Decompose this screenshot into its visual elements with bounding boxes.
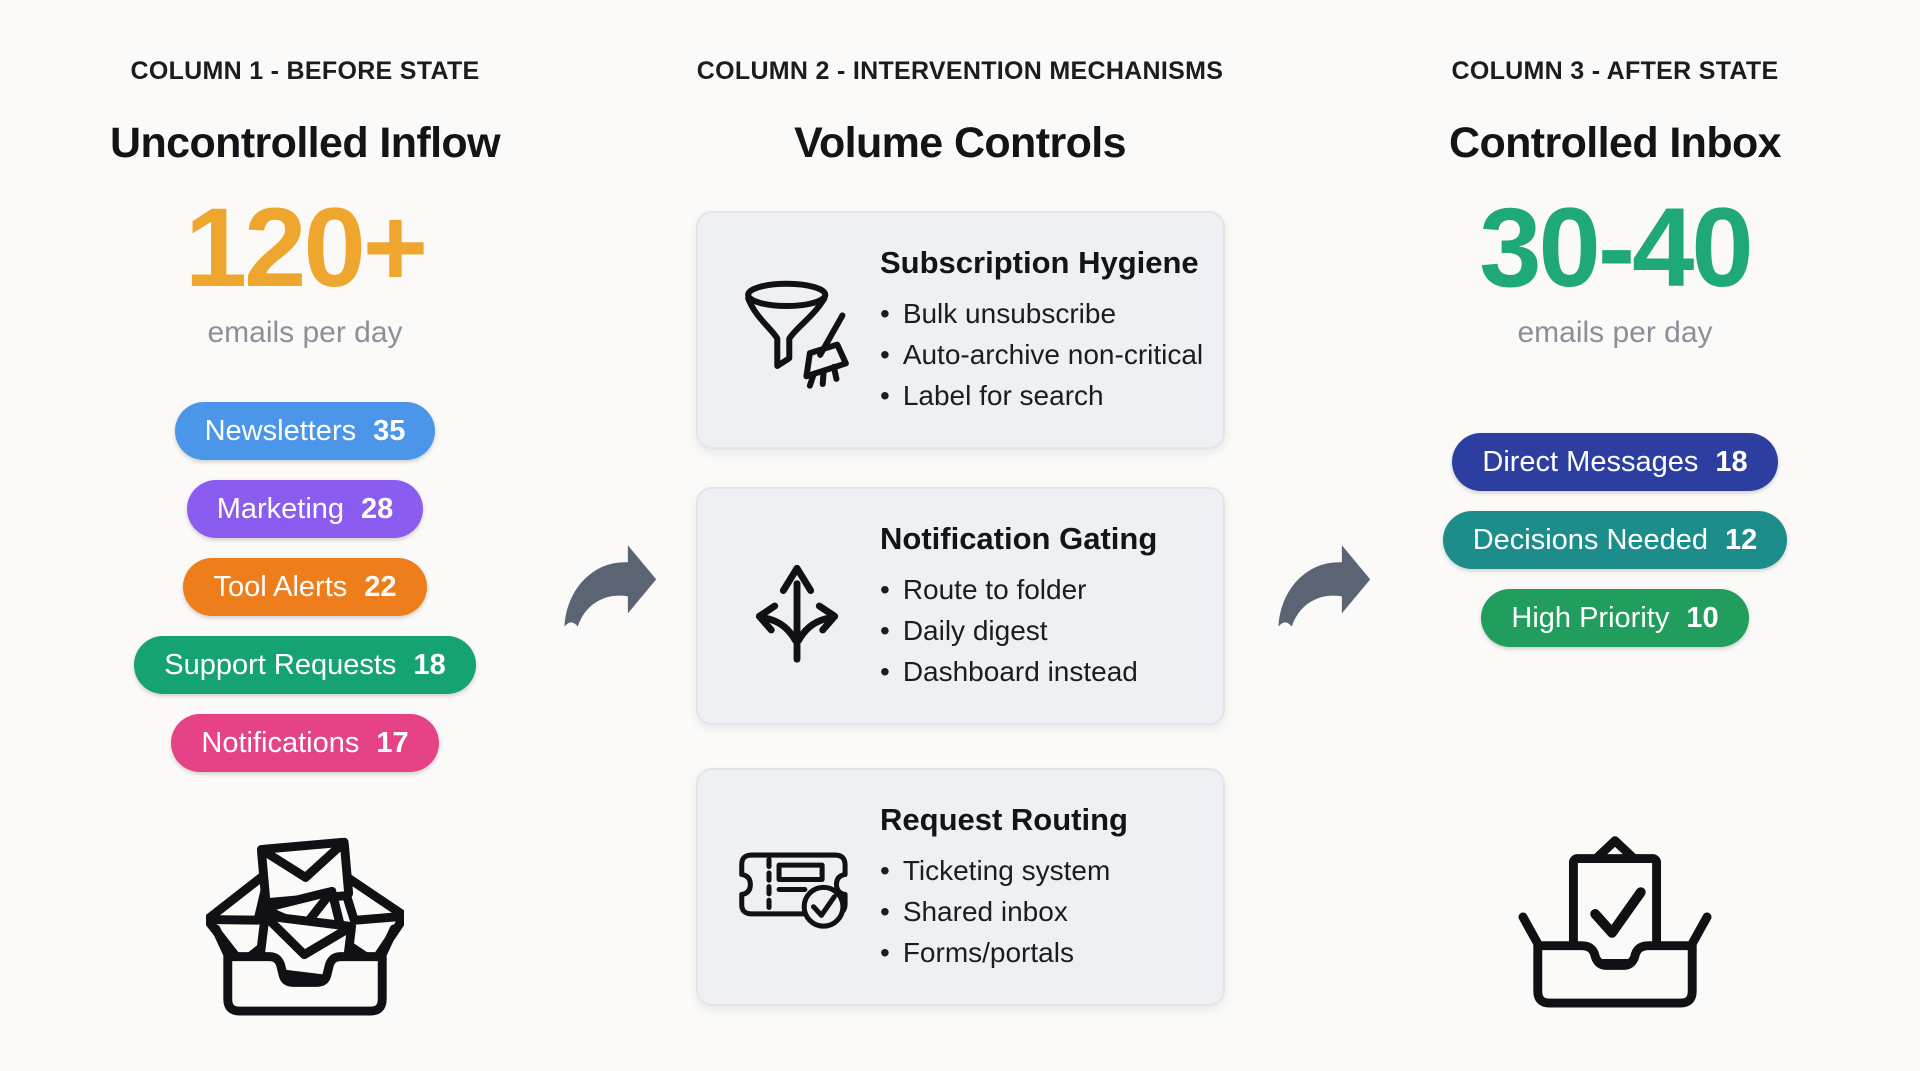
card-bullet-list: Bulk unsubscribe Auto-archive non-critic… [880,293,1203,416]
metric-value: 30-40 [1479,185,1753,310]
pill-count: 18 [1715,445,1748,478]
after-pill-stack: Direct Messages 18 Decisions Needed 12 H… [1335,433,1895,647]
card-bullet-list: Route to folder Daily digest Dashboard i… [880,569,1157,692]
column-title: Uncontrolled Inflow [110,119,501,167]
pill-count: 17 [376,726,409,759]
card-body: Subscription Hygiene Bulk unsubscribe Au… [880,245,1203,416]
pill-count: 35 [373,414,406,447]
card-icon-box [736,839,858,935]
pill-label: Tool Alerts [213,570,348,603]
before-pill-stack: Newsletters 35 Marketing 28 Tool Alerts … [25,402,585,772]
card-subscription-hygiene: Subscription Hygiene Bulk unsubscribe Au… [696,211,1225,449]
column-before-state: COLUMN 1 - BEFORE STATE Uncontrolled Inf… [25,0,585,1025]
card-request-routing: Request Routing Ticketing system Shared … [696,768,1225,1006]
inbox-check-icon [1518,836,1712,1008]
card-bullet-list: Ticketing system Shared inbox Forms/port… [880,850,1128,973]
card-bullet: Forms/portals [880,932,1128,973]
card-title: Notification Gating [880,520,1158,556]
flow-arrow-icon [564,545,657,627]
pill-label: High Priority [1511,601,1670,634]
card-body: Request Routing Ticketing system Shared … [880,802,1128,973]
pill-label: Marketing [216,492,345,525]
pill-direct-messages: Direct Messages 18 [1452,433,1778,491]
funnel-broom-icon [745,280,849,389]
card-bullet: Shared inbox [880,891,1128,932]
pill-label: Direct Messages [1482,445,1699,478]
pill-count: 18 [413,648,446,681]
card-bullet: Daily digest [880,610,1157,651]
card-body: Notification Gating Route to folder Dail… [880,521,1157,692]
branching-arrows-icon [755,564,839,663]
metric-value: 120+ [184,185,428,310]
pill-support-requests: Support Requests 18 [134,636,476,694]
pill-newsletters: Newsletters 35 [174,402,436,460]
pill-count: 22 [364,570,397,603]
pill-marketing: Marketing 28 [186,480,424,538]
card-notification-gating: Notification Gating Route to folder Dail… [696,487,1225,725]
pill-decisions-needed: Decisions Needed 12 [1442,511,1788,569]
metric-caption: emails per day [1517,316,1713,349]
pill-count: 12 [1725,523,1758,556]
card-bullet: Dashboard instead [880,651,1157,692]
column-title: Volume Controls [794,119,1126,167]
column-after-state: COLUMN 3 - AFTER STATE Controlled Inbox … [1335,0,1895,1018]
card-icon-box [736,546,858,666]
overflowing-inbox-icon [202,837,410,1016]
card-icon-box [736,270,858,390]
pill-label: Notifications [201,726,360,759]
ticket-check-icon [739,852,848,929]
pill-notifications: Notifications 17 [171,714,439,772]
card-title: Request Routing [880,801,1128,837]
pill-tool-alerts: Tool Alerts 22 [183,558,427,616]
column-intervention: COLUMN 2 - INTERVENTION MECHANISMS Volum… [640,0,1280,168]
column-kicker: COLUMN 2 - INTERVENTION MECHANISMS [696,57,1224,85]
card-bullet: Route to folder [880,569,1157,610]
pill-count: 28 [361,492,394,525]
column-kicker: COLUMN 3 - AFTER STATE [1451,57,1779,85]
pill-label: Support Requests [164,648,397,681]
pill-high-priority: High Priority 10 [1481,589,1749,647]
card-bullet: Label for search [880,375,1203,416]
column-kicker: COLUMN 1 - BEFORE STATE [130,57,480,85]
card-bullet: Auto-archive non-critical [880,334,1203,375]
metric-caption: emails per day [207,316,403,349]
card-title: Subscription Hygiene [880,244,1199,280]
card-bullet: Bulk unsubscribe [880,293,1203,334]
pill-label: Newsletters [204,414,357,447]
pill-label: Decisions Needed [1472,523,1709,556]
column-title: Controlled Inbox [1449,119,1782,167]
pill-count: 10 [1686,601,1719,634]
card-bullet: Ticketing system [880,850,1128,891]
flow-arrow-icon [1278,545,1371,627]
